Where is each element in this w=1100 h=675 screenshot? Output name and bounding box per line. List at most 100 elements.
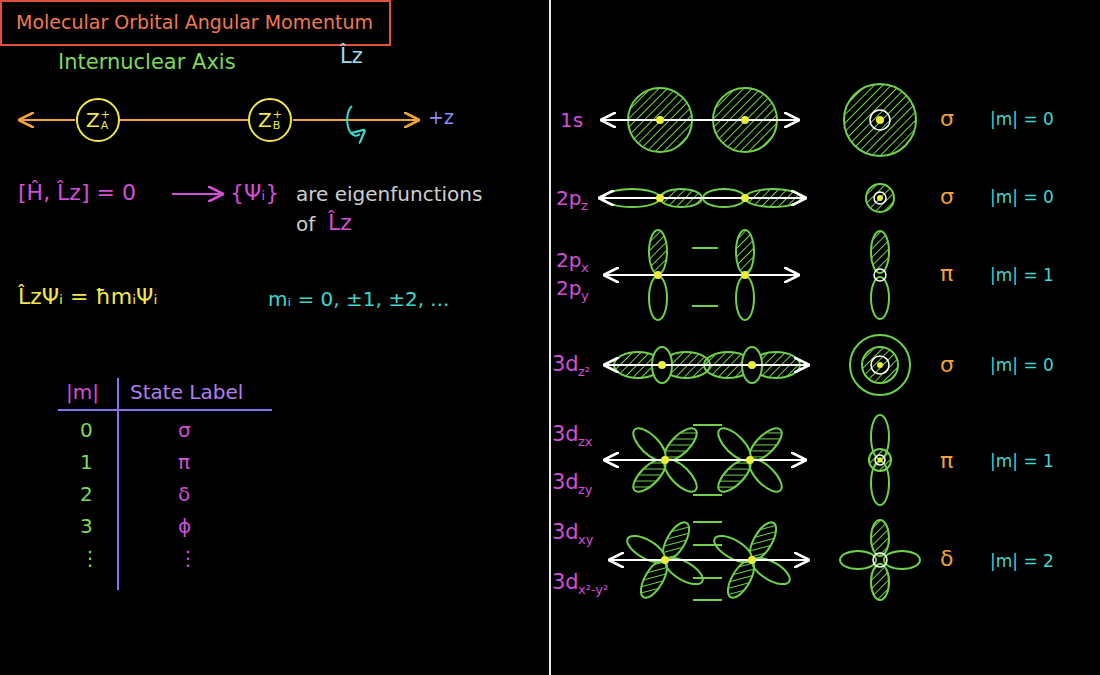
orbital-subscript: x	[581, 260, 589, 276]
nucleus-dot	[877, 362, 883, 368]
charge-symbol: Z	[258, 110, 272, 130]
end-on-lobe	[884, 551, 920, 569]
implies-arrow	[172, 193, 222, 195]
orbital-lobe	[723, 556, 760, 601]
orbital-lobe	[745, 518, 782, 563]
orbital-label: 3d	[552, 520, 579, 545]
nucleus-dot	[661, 556, 669, 564]
nucleus-label: Z+A	[86, 109, 110, 131]
table-header: |m|	[66, 380, 99, 404]
nucleus-index: B	[273, 120, 282, 131]
eigenvalue-equation: L̂zΨᵢ = ħmᵢΨᵢ	[18, 284, 157, 310]
symmetry-label: σ	[940, 184, 954, 210]
axis-circle	[875, 455, 885, 465]
script-stack: +A	[101, 109, 110, 131]
orbital-lobe	[649, 230, 667, 274]
panel-divider	[549, 0, 551, 675]
bond-axis-line	[120, 119, 248, 121]
m-value: |m| = 0	[990, 109, 1054, 129]
orbital-subscript: z	[581, 198, 588, 214]
axis-circle	[871, 356, 889, 374]
orbital-lobe	[748, 553, 793, 590]
table-cell: σ	[178, 418, 191, 442]
dash	[692, 305, 718, 307]
nucleus-dot	[876, 116, 884, 124]
end-on-lobe	[871, 520, 889, 556]
axis-label: Internuclear Axis	[58, 50, 236, 75]
nucleus-dot	[656, 194, 664, 202]
end-on-view	[844, 84, 916, 156]
table-cell: 1	[80, 450, 93, 474]
orbital-label: 3d	[552, 352, 579, 377]
table-cell: 3	[80, 514, 93, 538]
end-on-lobe	[840, 551, 876, 569]
symmetry-label: δ	[940, 546, 953, 572]
nucleus-dot	[877, 195, 883, 201]
operator-label: L̂z	[328, 210, 352, 236]
orbital-label: 2p	[556, 186, 581, 210]
symmetry-label: σ	[940, 352, 954, 378]
nucleus-dot	[661, 456, 669, 464]
table-cell: ⋮	[80, 546, 100, 570]
end-on-lobe	[871, 277, 889, 319]
nucleus-label: Z+B	[258, 109, 282, 131]
orbital-lobe	[710, 531, 755, 568]
nucleus-index: A	[101, 120, 110, 131]
orbital-lobe	[736, 276, 754, 320]
orbital-lobe	[658, 518, 695, 563]
table-rule	[117, 378, 119, 590]
charge-sign: +	[101, 109, 110, 120]
axis-arrow	[605, 459, 805, 461]
nucleus-dot	[746, 456, 754, 464]
orbital-subscript: zy	[578, 482, 593, 498]
table-cell: δ	[178, 482, 190, 506]
nucleus-circle: Z+A	[76, 98, 120, 142]
axis-circle	[874, 192, 886, 204]
nucleus-dot	[748, 361, 756, 369]
dash	[692, 247, 718, 249]
end-on-lobe	[871, 564, 889, 600]
script-stack: +B	[273, 109, 282, 131]
nucleus-dot	[654, 271, 662, 279]
orbital-label: 3d	[552, 422, 579, 447]
table-cell: π	[178, 450, 190, 474]
orbital-lobe	[636, 556, 673, 601]
orbital-subscript: x²-y²	[578, 582, 608, 598]
m-value: |m| = 2	[990, 551, 1054, 571]
dash	[693, 544, 722, 546]
axis-circle	[874, 269, 886, 281]
nucleus-dot	[748, 556, 756, 564]
note-text: of	[296, 212, 315, 236]
table-cell: 2	[80, 482, 93, 506]
dash	[693, 599, 722, 601]
symmetry-label: π	[940, 261, 953, 287]
table-cell: ⋮	[178, 546, 198, 570]
orbital-label: 3d	[552, 570, 579, 595]
axis-arrow	[605, 274, 798, 276]
orbital-label: 3d	[552, 470, 579, 495]
end-on-view	[869, 449, 891, 471]
nucleus-dot	[741, 194, 749, 202]
table-cell: ϕ	[178, 514, 191, 538]
rotation-symbol	[347, 106, 360, 136]
orbital-subscript: y	[581, 288, 589, 304]
orbital-label: 2p	[556, 276, 581, 300]
end-on-view	[862, 347, 898, 383]
nucleus-dot	[741, 271, 749, 279]
orbital-subscript: z²	[578, 364, 590, 380]
m-value: |m| = 0	[990, 187, 1054, 207]
table-cell: 0	[80, 418, 93, 442]
dash	[693, 521, 722, 523]
operator-label: L̂z	[340, 44, 363, 69]
axis-arrow	[602, 119, 798, 121]
orbital-lobe	[736, 230, 754, 274]
end-on-view	[866, 184, 894, 212]
note-text: are eigenfunctions	[296, 182, 482, 206]
dash	[693, 577, 722, 579]
charge-sign: +	[273, 109, 282, 120]
charge-symbol: Z	[86, 110, 100, 130]
m-value: |m| = 0	[990, 355, 1054, 375]
axis-circle	[870, 110, 890, 130]
